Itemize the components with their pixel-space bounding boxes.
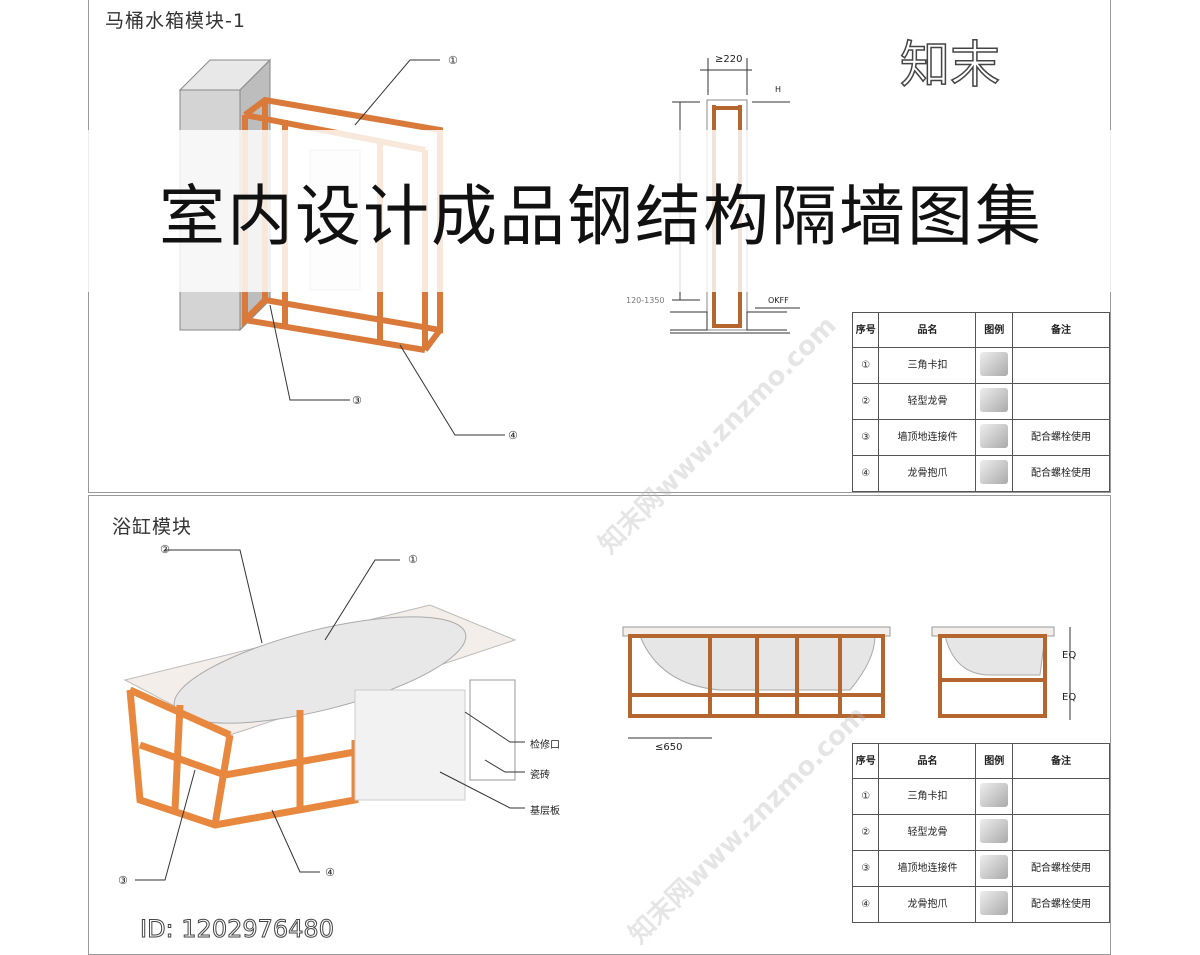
- label-base-board: 基层板: [530, 806, 560, 817]
- callout-1-bottom: ①: [408, 553, 418, 566]
- callout-2-bottom: ②: [160, 543, 170, 556]
- dim-eq1: EQ: [1062, 650, 1077, 661]
- header-name: 品名: [878, 312, 977, 348]
- cell-note: 配合螺栓使用: [1011, 850, 1111, 887]
- header-no: 序号: [851, 743, 880, 779]
- cell-note: 配合螺栓使用: [1011, 886, 1111, 923]
- cell-note: 配合螺栓使用: [1011, 455, 1111, 492]
- triangle-clip-icon: [980, 783, 1009, 807]
- keel-claw-icon: [980, 460, 1009, 484]
- cell-note: [1011, 778, 1111, 815]
- cell-name: 墙顶地连接件: [878, 419, 977, 456]
- cell-note: 配合螺栓使用: [1011, 419, 1111, 456]
- cell-name: 龙骨抱爪: [878, 455, 977, 492]
- bathtub-frame-drawing: [123, 549, 525, 881]
- dim-floor-mark: OKFF: [768, 296, 789, 305]
- light-keel-icon: [980, 388, 1009, 412]
- dim-eq2: EQ: [1062, 692, 1077, 703]
- header-name: 品名: [878, 743, 977, 779]
- bathtub-elevation-drawing: [622, 626, 1071, 739]
- cell-no: ④: [851, 886, 880, 923]
- dim-tub-width: ≤650: [655, 742, 683, 753]
- cell-no: ③: [851, 850, 880, 887]
- dim-height: 120-1350: [626, 296, 665, 305]
- triangle-clip-icon: [980, 352, 1009, 376]
- cell-name: 龙骨抱爪: [878, 886, 977, 923]
- cell-no: ①: [851, 347, 880, 384]
- light-keel-icon: [980, 819, 1009, 843]
- callout-3-top: ③: [352, 394, 362, 407]
- connector-icon: [980, 855, 1009, 879]
- cell-name: 轻型龙骨: [878, 383, 977, 420]
- label-tile: 瓷砖: [530, 770, 550, 781]
- header-legend: 图例: [975, 312, 1013, 348]
- toilet-section-title: 马桶水箱模块-1: [105, 10, 246, 32]
- cell-name: 墙顶地连接件: [878, 850, 977, 887]
- cell-name: 三角卡扣: [878, 347, 977, 384]
- id-label: ID: 1202976480: [140, 915, 335, 944]
- callout-1-top: ①: [448, 54, 458, 67]
- cell-name: 轻型龙骨: [878, 814, 977, 851]
- cell-no: ④: [851, 455, 880, 492]
- cell-no: ②: [851, 814, 880, 851]
- cell-name: 三角卡扣: [878, 778, 977, 815]
- callout-4-top: ④: [508, 429, 518, 442]
- keel-claw-icon: [980, 891, 1009, 915]
- callout-4-bottom: ④: [325, 866, 335, 879]
- page-title: 室内设计成品钢结构隔墙图集: [159, 178, 1043, 255]
- title-banner: 室内设计成品钢结构隔墙图集: [62, 130, 1140, 292]
- bathtub-section-title: 浴缸模块: [112, 516, 193, 538]
- label-access-panel: 检修口: [530, 740, 560, 751]
- cell-no: ③: [851, 419, 880, 456]
- header-note: 备注: [1011, 312, 1111, 348]
- header-note: 备注: [1011, 743, 1111, 779]
- cell-no: ①: [851, 778, 880, 815]
- cell-note: [1011, 347, 1111, 384]
- dim-width: ≥220: [715, 54, 743, 65]
- connector-icon: [980, 424, 1009, 448]
- header-legend: 图例: [975, 743, 1013, 779]
- cell-note: [1011, 814, 1111, 851]
- cell-note: [1011, 383, 1111, 420]
- cell-no: ②: [851, 383, 880, 420]
- dim-top-mark: H: [775, 85, 782, 94]
- brand-logo: 知末: [899, 35, 1001, 95]
- callout-3-bottom: ③: [118, 874, 128, 887]
- header-no: 序号: [851, 312, 880, 348]
